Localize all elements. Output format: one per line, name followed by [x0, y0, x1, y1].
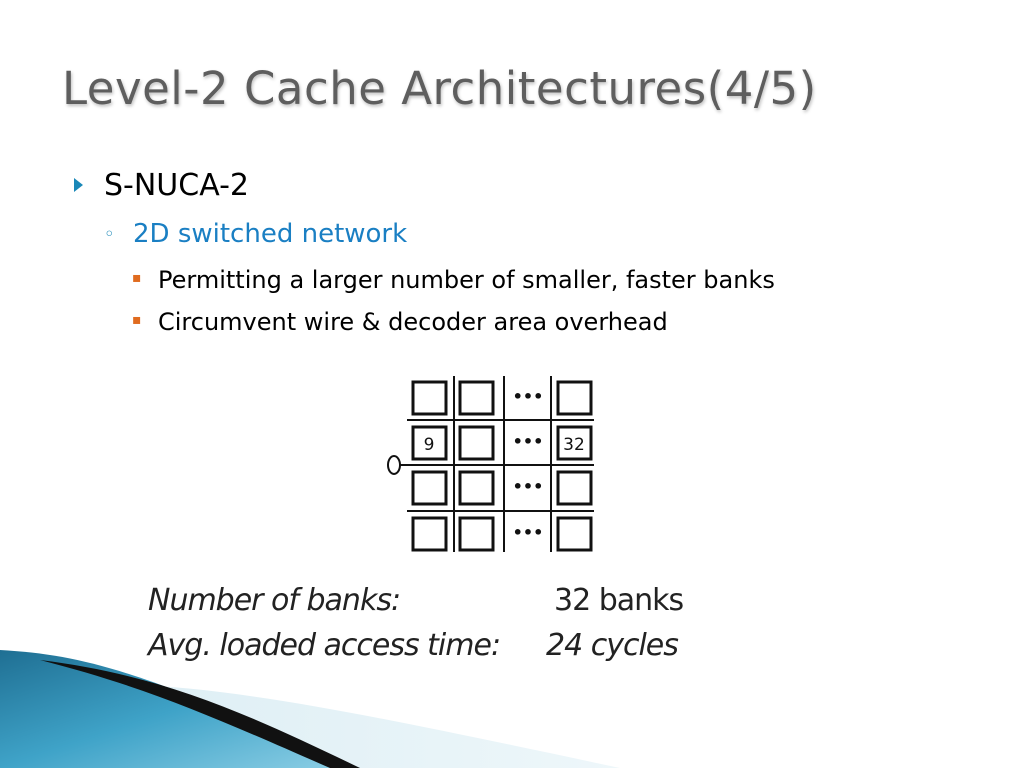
- decorative-swoosh: [0, 650, 620, 768]
- triangle-bullet-icon: [74, 178, 83, 192]
- ellipsis-row-3: •••: [513, 477, 544, 496]
- bank-label-first: 9: [424, 435, 435, 455]
- bullet-text: S-NUCA-2: [104, 168, 249, 203]
- slide-title: Level-2 Cache Architectures(4/5): [62, 62, 817, 115]
- time-label: Avg. loaded access time:: [148, 628, 501, 663]
- bank-label-last: 32: [563, 435, 585, 455]
- bank-grid-diagram: 9 32 ••• ••• ••• •••: [387, 376, 594, 552]
- ellipsis-row-1: •••: [513, 387, 544, 406]
- time-value: 24 cycles: [546, 628, 679, 663]
- sub-sub-bullet-text: Circumvent wire & decoder area overhead: [158, 308, 668, 336]
- sub-sub-bullet-text: Permitting a larger number of smaller, f…: [158, 266, 775, 294]
- ellipsis-row-4: •••: [513, 523, 544, 542]
- ellipsis-row-2: •••: [513, 432, 544, 451]
- dot-bullet-icon: ▪: [132, 312, 142, 328]
- sub-bullet-text: 2D switched network: [133, 219, 408, 249]
- circle-bullet-icon: ◦: [104, 224, 115, 245]
- banks-value: 32 banks: [554, 583, 684, 618]
- banks-label: Number of banks:: [148, 583, 401, 618]
- controller-node: [387, 455, 401, 475]
- dot-bullet-icon: ▪: [132, 270, 142, 286]
